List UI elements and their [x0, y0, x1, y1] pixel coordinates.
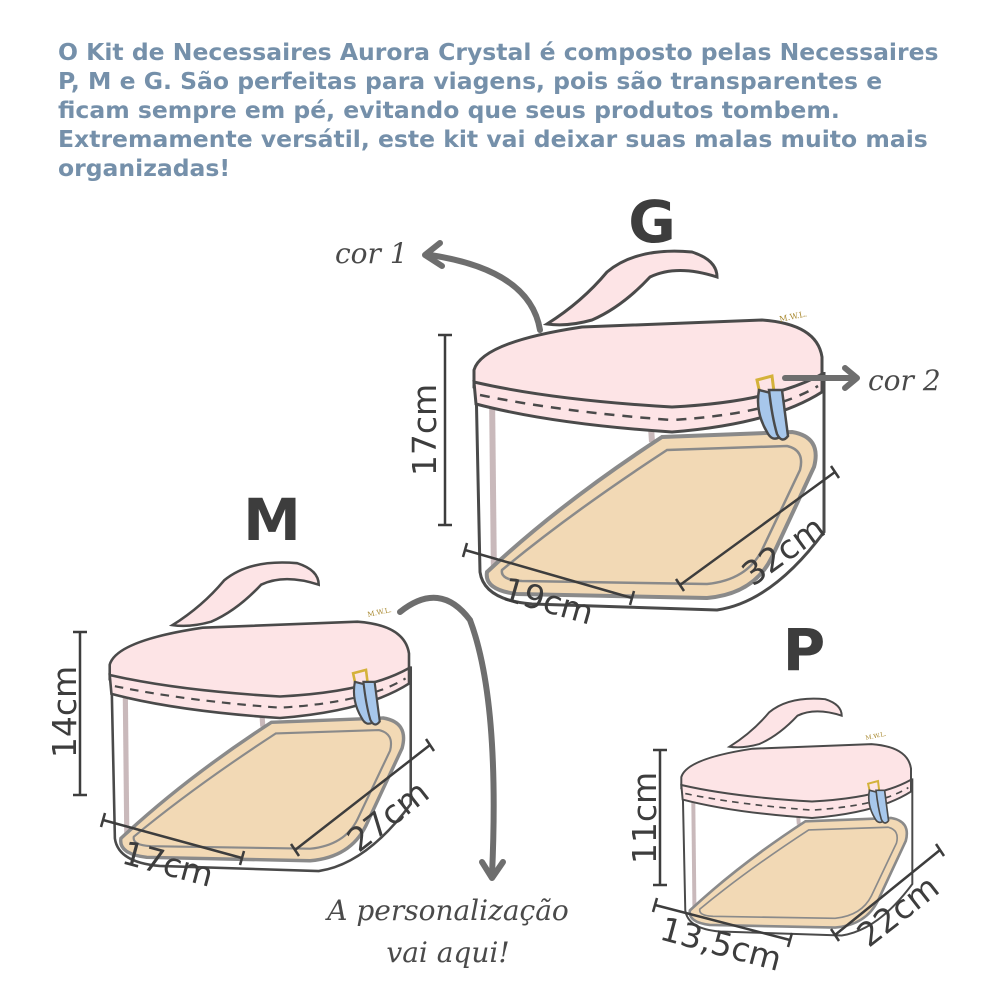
bag-g: G M.W.L. 17cm 19cm 32cm [405, 188, 841, 632]
monogram-g: M.W.L. [779, 309, 808, 324]
bag-g-width-line [461, 542, 636, 606]
bag-p-label: P [783, 616, 826, 684]
bag-m-length-line [289, 738, 436, 857]
bag-g-label: G [628, 188, 676, 256]
color1-arrowhead-icon [422, 240, 445, 269]
bag-m-width-line [99, 812, 246, 866]
bag-m-height-line [73, 630, 87, 797]
color1-arrow [427, 252, 543, 333]
bag-m-height: 14cm [45, 666, 84, 758]
monogram-p: M.W.L. [865, 731, 887, 742]
color1-label: cor 1 [335, 237, 408, 270]
bag-p-height: 11cm [625, 772, 664, 864]
bag-g-height: 17cm [405, 384, 444, 476]
bag-p-width-line [651, 897, 794, 948]
bag-m-label: M [243, 486, 301, 554]
personalization-label-line2: vai aqui! [386, 936, 509, 969]
bag-p-height-line [653, 748, 667, 887]
bag-p: P M.W.L. 11cm 13,5cm 22cm [625, 616, 946, 979]
personalization-label-line1: A personalização [324, 894, 569, 927]
color2-label: cor 2 [868, 364, 941, 397]
bag-m: M M.W.L. 14cm 17cm 27cm [45, 486, 436, 895]
intro-text: O Kit de Necessaires Aurora Crystal é co… [58, 38, 939, 182]
color2-arrowhead-icon [842, 365, 860, 391]
monogram-m: M.W.L. [367, 606, 393, 619]
bag-g-height-line [438, 333, 452, 527]
personalization-arrow [397, 594, 497, 878]
bag-p-length-line [829, 843, 946, 942]
personalization-arrowhead-icon [479, 859, 506, 881]
bag-g-length-line [674, 465, 841, 592]
